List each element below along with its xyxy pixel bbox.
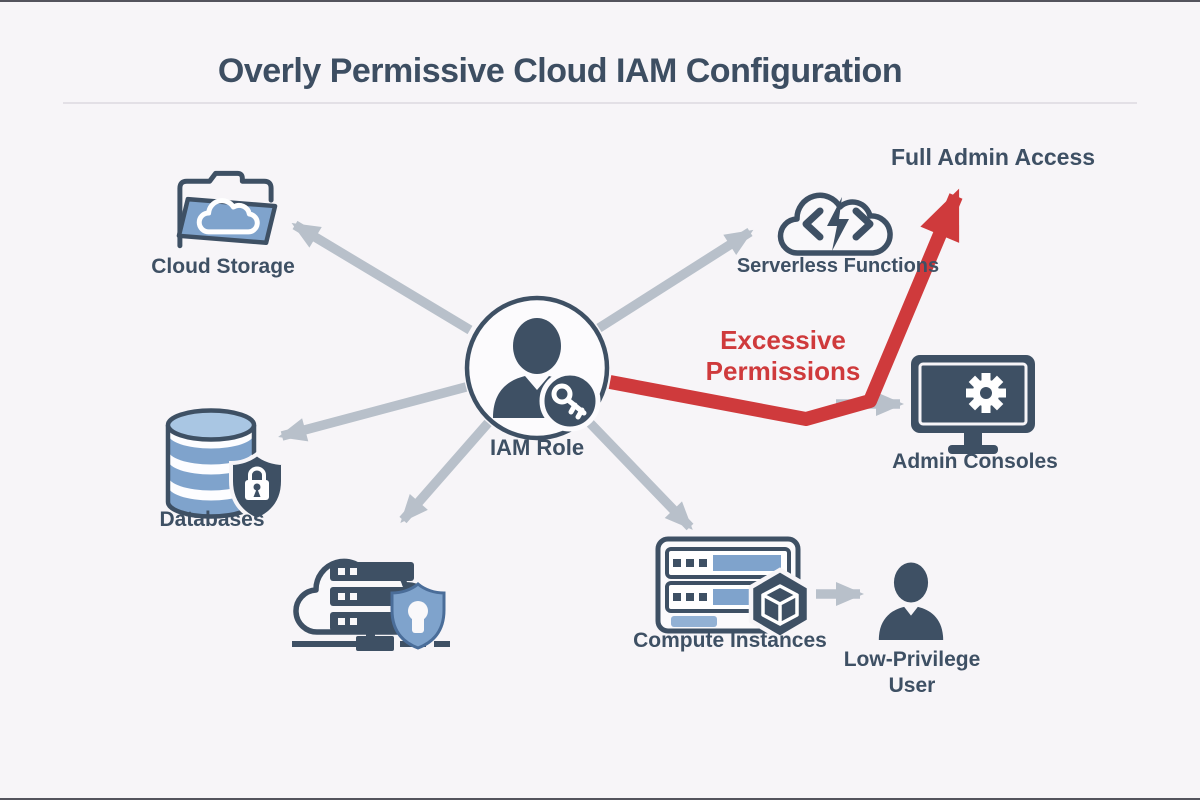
person-head [513,318,561,374]
arrow-center-to-cloud-server [399,419,492,524]
cloud-glyph [196,198,260,235]
low-priv-user-node [872,558,950,651]
page-title: Overly Permissive Cloud IAM Configuratio… [217,52,903,90]
database-shield-icon [165,408,285,523]
iam-role-node [463,294,611,447]
cloud-storage-node [168,168,282,265]
arrow-center-to-serverless [596,227,754,333]
lightning-bolt [827,197,849,251]
excessive-permissions-label: Excessive Permissions [705,325,861,386]
databases-node [163,408,291,533]
arrow-center-to-databases [278,382,468,442]
arrow-center-to-compute [584,417,694,531]
serverless-cloud-icon [777,192,893,256]
title-divider [63,102,1137,104]
folder-cloud-icon [176,170,278,249]
databases-label: Databases [159,508,265,531]
low-priv-user-label: Low-Privilege User [843,648,981,697]
cloud-server-shield-icon [292,558,450,651]
admin-console-icon [911,355,1035,454]
user-icon [878,562,944,641]
admin-consoles-label: Admin Consoles [892,450,1058,473]
hexagon-cube-icon [748,567,812,641]
arrow-center-to-cloud-storage [291,220,473,335]
key-badge-icon [539,370,601,432]
gear-icon [966,373,1006,413]
cloud-storage-label: Cloud Storage [151,255,295,278]
compute-instances-node [655,536,813,649]
compute-instances-label: Compute Instances [633,629,827,652]
serverless-label: Serverless Functions [736,255,940,277]
admin-consoles-node [908,352,1038,461]
full-admin-access-label: Full Admin Access [890,144,1096,170]
blue-shield-lock-icon [390,582,446,650]
shield-lock-icon [229,451,285,523]
compute-instance-icon [655,536,812,641]
iam-role-icon [464,295,610,441]
code-bracket-right [852,207,874,241]
cloud-server-node [278,522,463,659]
excessive-permissions-arrow [608,188,963,426]
code-bracket-left [802,207,824,241]
serverless-node [768,165,908,272]
iam-role-label: IAM Role [489,435,585,460]
